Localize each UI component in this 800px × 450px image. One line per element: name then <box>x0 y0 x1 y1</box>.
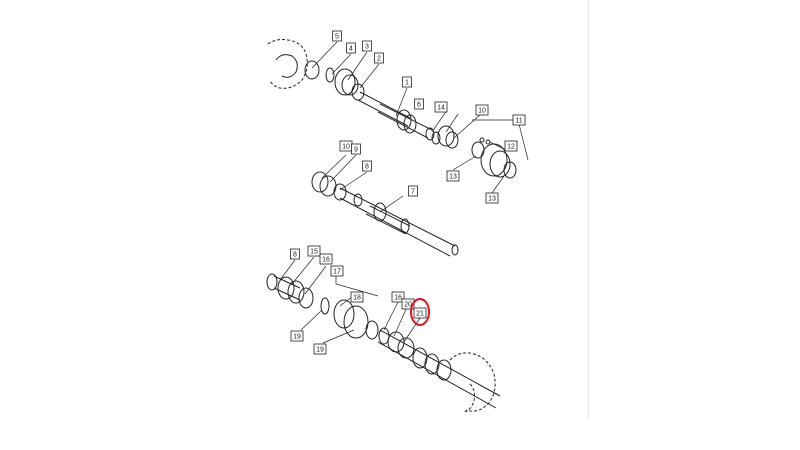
callout-label: 2 <box>377 56 381 63</box>
leader-lines <box>279 41 529 344</box>
callout-c16a: 16 <box>319 253 333 265</box>
callout-label: 17 <box>333 269 341 276</box>
callout-label: 15 <box>310 249 318 256</box>
callout-box <box>512 114 526 126</box>
callout-c3: 3 <box>362 40 372 52</box>
callout-box <box>434 101 448 113</box>
callout-box <box>414 98 424 110</box>
callout-c8a: 8 <box>362 160 372 172</box>
input-shaft-assembly <box>267 39 517 179</box>
callout-c8b: 8 <box>290 248 300 260</box>
callout-c5: 5 <box>332 30 342 42</box>
callout-c9: 9 <box>351 143 361 155</box>
callout-c11: 11 <box>512 114 526 126</box>
callout-c14: 14 <box>434 101 448 113</box>
callout-label: 12 <box>507 144 515 151</box>
callout-box <box>362 40 372 52</box>
callout-box <box>408 185 418 197</box>
page-divider <box>588 0 589 418</box>
callout-label: 20 <box>404 302 412 309</box>
callout-label: 7 <box>411 189 415 196</box>
callout-c12: 12 <box>504 140 518 152</box>
callout-label: 16 <box>394 295 402 302</box>
callout-label: 6 <box>417 102 421 109</box>
callout-c19b: 19 <box>313 343 327 355</box>
callout-label: 4 <box>349 46 353 53</box>
callout-label: 13 <box>449 174 457 181</box>
callout-box <box>330 265 344 277</box>
callout-box <box>319 253 333 265</box>
callout-label: 19 <box>316 347 324 354</box>
callout-label: 21 <box>416 311 424 318</box>
callout-box <box>313 343 327 355</box>
callout-box <box>346 42 356 54</box>
callout-label: 18 <box>353 295 361 302</box>
callout-box <box>475 104 489 116</box>
callout-label: 13 <box>488 196 496 203</box>
callout-c21: 21 <box>413 307 427 319</box>
callout-c6: 6 <box>414 98 424 110</box>
callout-box <box>351 143 361 155</box>
callout-label: 14 <box>437 105 445 112</box>
main-shaft-assembly <box>311 171 459 257</box>
highlight-circle <box>410 298 430 326</box>
callout-label: 16 <box>322 257 330 264</box>
callout-box <box>374 52 384 64</box>
callout-box <box>402 76 412 88</box>
callout-label: 1 <box>405 80 409 87</box>
callout-label: 5 <box>335 34 339 41</box>
callout-c16b: 16 <box>391 291 405 303</box>
callout-c2: 2 <box>374 52 384 64</box>
callout-c13a: 13 <box>446 170 460 182</box>
callout-c15: 15 <box>307 245 321 257</box>
callout-box <box>504 140 518 152</box>
callout-box <box>350 291 364 303</box>
callout-box <box>446 170 460 182</box>
callout-label: 19 <box>293 334 301 341</box>
callout-c4: 4 <box>346 42 356 54</box>
callout-label: 8 <box>365 164 369 171</box>
callout-box <box>307 245 321 257</box>
callout-box <box>362 160 372 172</box>
callout-box <box>391 291 405 303</box>
callout-c7: 7 <box>408 185 418 197</box>
callout-box <box>413 307 427 319</box>
callout-c10a: 10 <box>475 104 489 116</box>
callout-c13b: 13 <box>485 192 499 204</box>
callout-label: 8 <box>293 252 297 259</box>
callout-c19a: 19 <box>290 330 304 342</box>
callout-label: 10 <box>342 144 350 151</box>
callout-box <box>290 248 300 260</box>
callout-label: 11 <box>515 118 522 125</box>
callout-c18: 18 <box>350 291 364 303</box>
countershaft-assembly <box>266 273 501 413</box>
callout-box <box>332 30 342 42</box>
callout-label: 3 <box>365 44 369 51</box>
callout-box <box>290 330 304 342</box>
callout-box <box>485 192 499 204</box>
callout-label: 9 <box>354 147 358 154</box>
callout-c10b: 10 <box>339 140 353 152</box>
callout-label: 10 <box>478 108 486 115</box>
callout-c17: 17 <box>330 265 344 277</box>
callout-c1: 1 <box>402 76 412 88</box>
